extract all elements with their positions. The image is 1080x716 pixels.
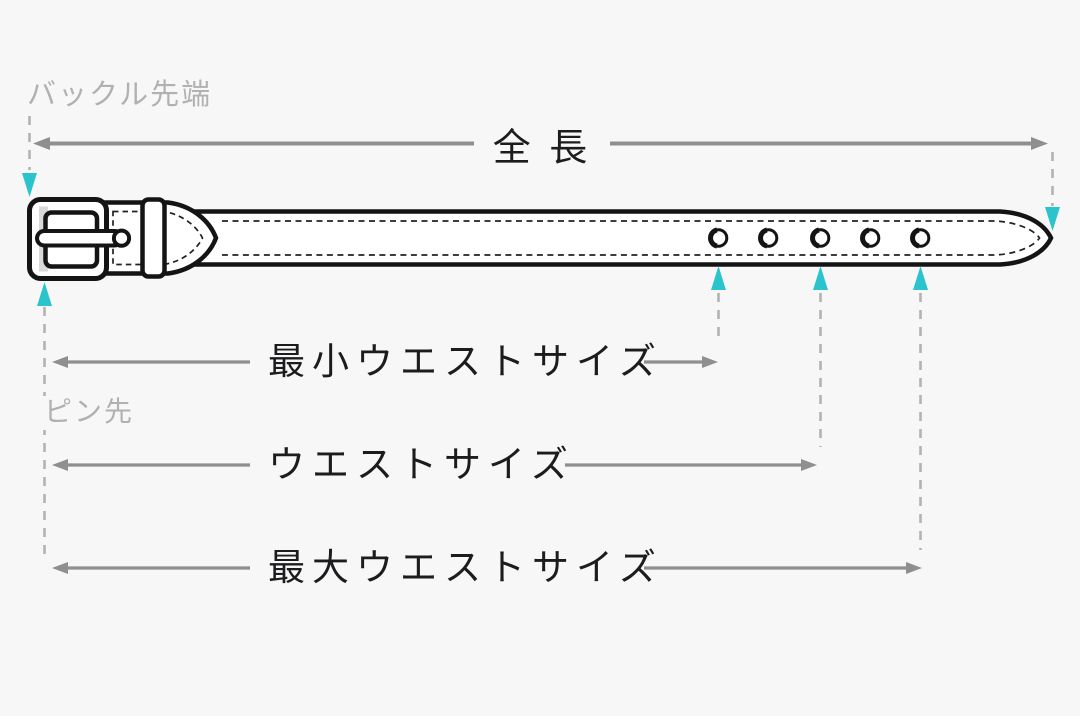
teal-arrow-up-pin-tip-icon	[37, 282, 52, 306]
total-length-label: 全 長	[492, 127, 592, 170]
arrowhead-left-icon	[52, 562, 68, 574]
belt-hole-shade	[758, 227, 768, 249]
dimension-min-waist	[52, 356, 718, 368]
belt-hole-shade	[810, 227, 820, 249]
teal-arrow-up-hole-5-icon	[913, 266, 928, 290]
belt-keeper	[140, 197, 167, 279]
dimension-total-length	[33, 137, 1048, 150]
arrowhead-left-icon	[52, 459, 68, 471]
teal-arrow-up-hole-1-icon	[711, 266, 726, 290]
buckle-tip-label: バックル先端	[27, 79, 213, 111]
prong-pivot	[111, 228, 132, 248]
pin-tip-label: ピン先	[40, 396, 143, 430]
teal-arrow-down-belt-tip-icon	[1045, 207, 1060, 231]
arrowhead-left-icon	[33, 137, 50, 150]
arrowhead-right-icon	[1031, 137, 1048, 150]
arrowhead-right-icon	[906, 562, 922, 574]
arrowhead-right-icon	[801, 459, 817, 471]
belt-hole-shade	[860, 227, 870, 249]
arrowhead-left-icon	[52, 356, 68, 368]
arrowhead-right-icon	[702, 356, 718, 368]
teal-arrow-up-hole-3-icon	[813, 266, 828, 290]
belt-holes	[708, 227, 931, 249]
belt-strap	[147, 209, 1054, 267]
buckle-prong	[35, 229, 124, 248]
fold-stitching	[112, 210, 204, 266]
guide-lines	[28, 116, 1054, 556]
teal-arrow-down-buckle-tip-icon	[22, 173, 37, 197]
belt-hole-shade	[910, 227, 920, 249]
min-waist-size-label: 最小ウエストサイズ	[268, 341, 663, 382]
dimension-max-waist	[52, 562, 922, 574]
dimension-waist	[52, 459, 817, 471]
strap-stitching	[222, 220, 1041, 256]
max-waist-size-label: 最大ウエストサイズ	[268, 547, 663, 588]
teal-pointers	[22, 173, 1060, 306]
belt-hole-shade	[708, 227, 718, 249]
waist-size-label: ウエストサイズ	[268, 444, 575, 485]
belt-illustration	[27, 197, 1054, 281]
